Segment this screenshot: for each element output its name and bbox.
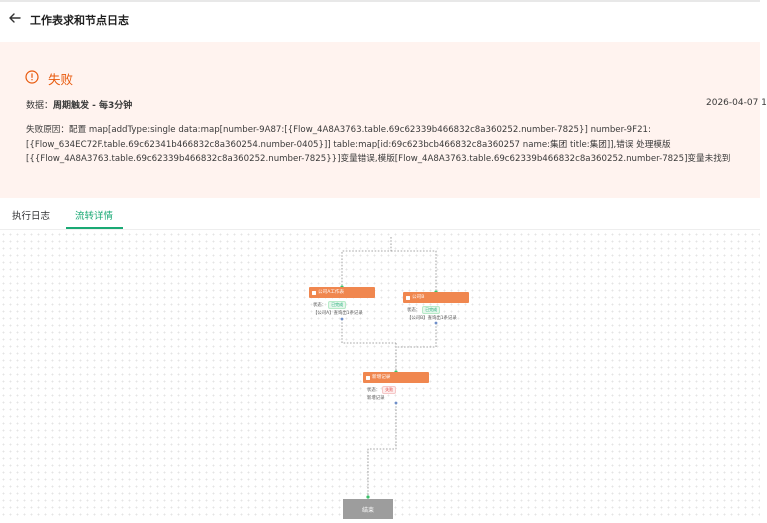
failure-reason-line: [{Flow_634EC72F.table.69c62341b466832c8a… xyxy=(26,139,671,150)
tab-bar: 执行日志 流转详情 xyxy=(0,200,760,230)
page-header: 工作表求和节点日志 xyxy=(0,2,760,36)
node-status-label: 状态： xyxy=(367,388,381,393)
node-header: 公司A工作表 xyxy=(309,287,375,298)
node-header: 新增记录 xyxy=(363,372,429,383)
node-input-port xyxy=(366,495,370,499)
table-icon xyxy=(312,290,316,295)
flow-canvas[interactable]: 公司A工作表 状态：已完成 【公司A】查询出1条记录 公司B 状态：已完成 【公… xyxy=(0,231,760,519)
trigger-label: 数据： xyxy=(26,101,54,111)
node-status: 状态：已完成 xyxy=(309,301,375,309)
failure-reason-line: 失败原因：配置 map[addType:single data:map[numb… xyxy=(26,125,651,135)
failure-timestamp: 2026-04-07 1 xyxy=(706,98,767,108)
trigger-info: 数据：周期触发 - 每3分钟 xyxy=(26,98,132,111)
status-badge: 已完成 xyxy=(328,301,347,309)
node-title: 新增记录 xyxy=(372,375,391,380)
connector-line xyxy=(391,250,437,290)
connector-line xyxy=(341,237,392,285)
flow-connectors xyxy=(340,237,438,499)
table-icon xyxy=(406,295,410,300)
node-header: 公司B xyxy=(403,292,469,303)
connector-line xyxy=(367,403,397,497)
connector-line xyxy=(396,323,437,348)
node-output-port xyxy=(394,401,398,405)
node-description: 新增记录 xyxy=(367,396,385,401)
node-output-port xyxy=(434,321,438,325)
failure-reason: 失败原因：配置 map[addType:single data:map[numb… xyxy=(26,123,742,167)
flow-node-company-b[interactable]: 公司B 状态：已完成 【公司B】查询出1条记录 xyxy=(403,292,469,321)
flow-end-node[interactable]: 结束 xyxy=(343,499,393,519)
connector-line xyxy=(341,319,396,344)
top-border xyxy=(0,0,760,2)
tab-execution-log[interactable]: 执行日志 xyxy=(12,211,51,222)
trigger-value: 周期触发 - 每3分钟 xyxy=(53,101,133,111)
flow-node-company-a[interactable]: 公司A工作表 状态：已完成 【公司A】查询出1条记录 xyxy=(309,287,375,316)
status-badge: 失败 xyxy=(382,386,397,394)
failure-panel: 失败 数据：周期触发 - 每3分钟 2026-04-07 1 失败原因：配置 m… xyxy=(0,42,767,198)
node-description: 【公司B】查询出1条记录 xyxy=(407,316,457,321)
node-status: 状态：已完成 xyxy=(403,306,469,314)
node-title: 公司B xyxy=(412,295,425,300)
active-tab-indicator xyxy=(66,227,123,229)
status-badge: 已完成 xyxy=(422,306,441,314)
page-title: 工作表求和节点日志 xyxy=(30,14,129,27)
back-arrow-icon[interactable] xyxy=(7,10,23,26)
node-description: 【公司A】查询出1条记录 xyxy=(313,311,363,316)
tab-flow-details[interactable]: 流转详情 xyxy=(75,211,114,222)
failure-reason-line: [{{Flow_4A8A3763.table.69c62339b466832c8… xyxy=(26,154,731,164)
warning-circle-icon xyxy=(25,69,39,84)
failure-status-title: 失败 xyxy=(48,72,74,87)
node-title: 公司A工作表 xyxy=(318,290,345,295)
add-record-icon xyxy=(366,375,370,380)
node-status: 状态：失败 xyxy=(363,386,429,394)
node-status-label: 状态： xyxy=(313,303,327,308)
flow-node-add-record[interactable]: 新增记录 状态：失败 新增记录 xyxy=(363,372,429,401)
node-output-port xyxy=(340,317,344,321)
node-status-label: 状态： xyxy=(407,308,421,313)
